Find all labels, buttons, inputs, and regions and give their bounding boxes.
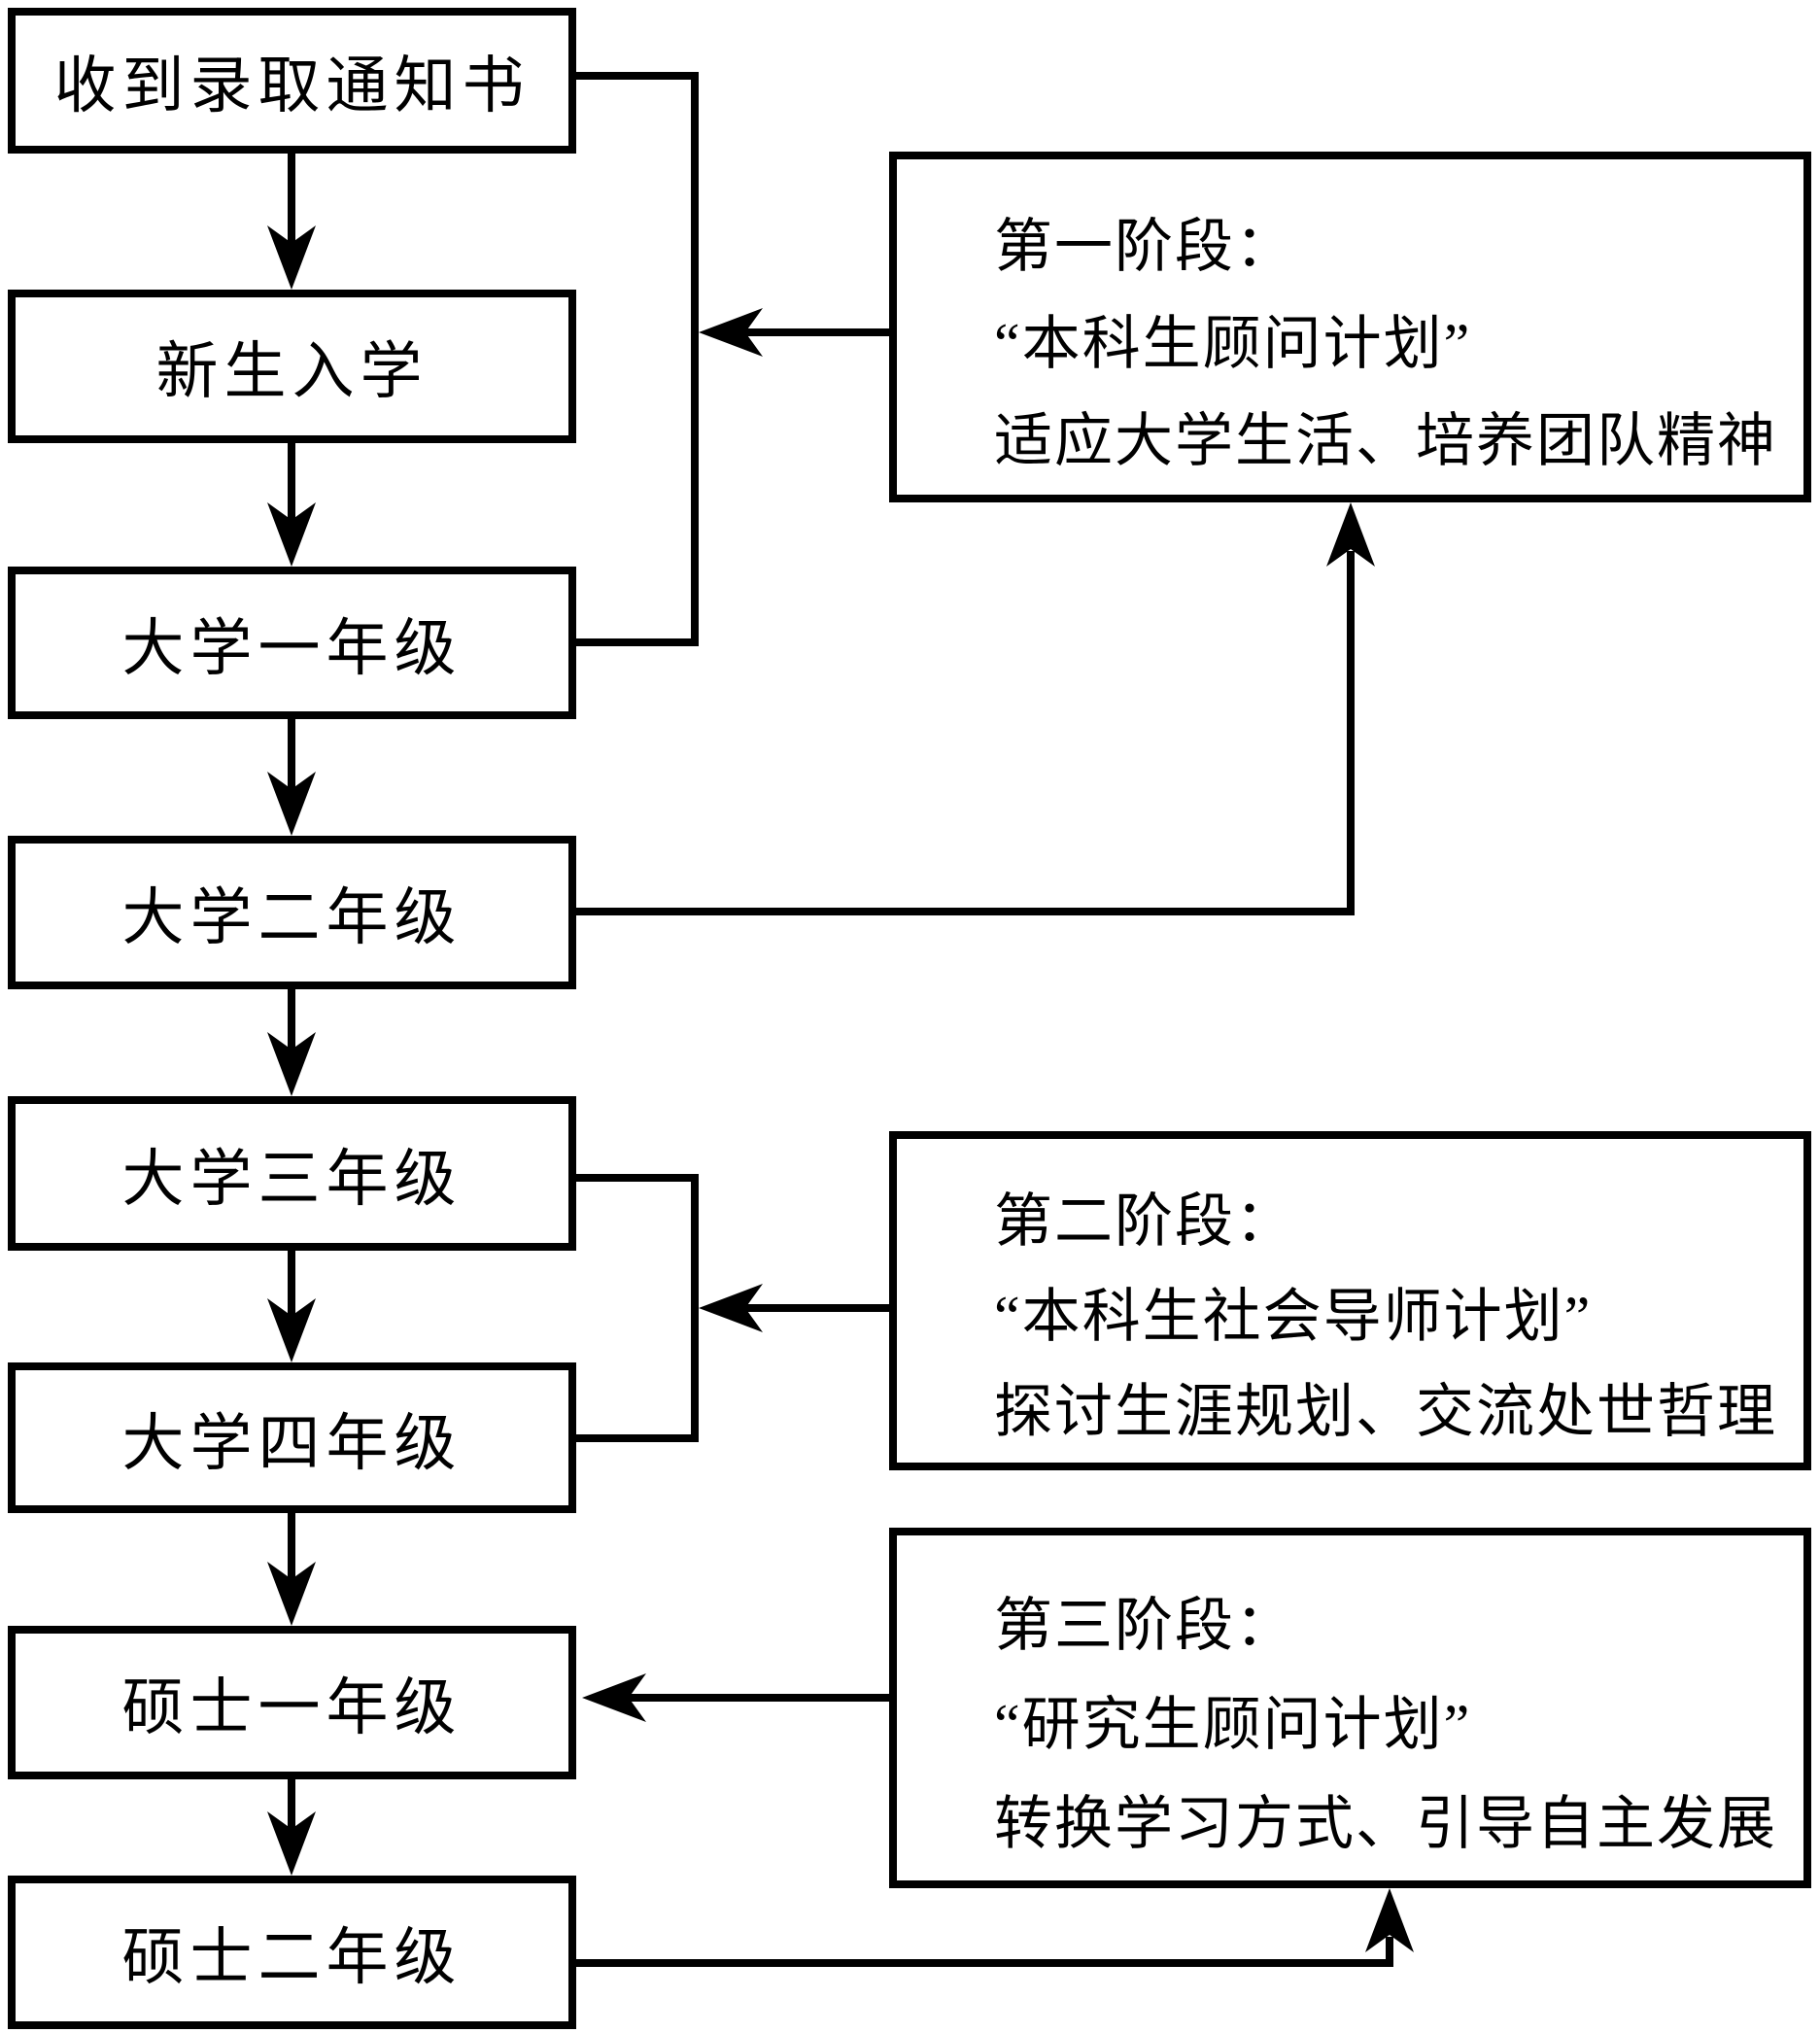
box-university-year1: 大学一年级 (8, 567, 576, 719)
arrow-stage3-to-master1 (582, 1673, 889, 1722)
arrow-stage2-to-group (699, 1284, 889, 1332)
box-master-year2: 硕士二年级 (8, 1876, 576, 2029)
box-freshman-enrollment: 新生入学 (8, 290, 576, 443)
box-master-year1: 硕士一年级 (8, 1626, 576, 1779)
arrow-stage1-to-group (699, 308, 889, 357)
box-university-year3: 大学三年级 (8, 1096, 576, 1251)
stage2-description: 探讨生涯规划、交流处世哲理 (994, 1380, 1777, 1444)
stage3-description: 转换学习方式、引导自主发展 (994, 1792, 1777, 1856)
bracket-stage1-group (576, 72, 699, 646)
box-university-year2: 大学二年级 (8, 836, 576, 989)
box-receive-admission-letter: 收到录取通知书 (8, 8, 576, 154)
arrow-freshman-to-year1 (267, 443, 316, 567)
stage2-title: 第二阶段： (994, 1189, 1295, 1254)
stage1-box: 第一阶段： “本科生顾问计划” 适应大学生活、培养团队精神 (889, 152, 1811, 502)
bracket-stage2-group (576, 1174, 699, 1442)
box-university-year4: 大学四年级 (8, 1362, 576, 1513)
connector-master2-to-stage3 (576, 1888, 1414, 1967)
stage3-title: 第三阶段： (994, 1594, 1295, 1658)
stage1-title: 第一阶段： (994, 215, 1295, 279)
arrow-master1-to-master2 (267, 1779, 316, 1876)
stage2-program: “本科生社会导师计划” (994, 1285, 1593, 1349)
stage2-box: 第二阶段： “本科生社会导师计划” 探讨生涯规划、交流处世哲理 (889, 1131, 1811, 1470)
arrow-year2-to-year3 (267, 989, 316, 1096)
stage1-description: 适应大学生活、培养团队精神 (994, 409, 1777, 473)
stage3-box: 第三阶段： “研究生顾问计划” 转换学习方式、引导自主发展 (889, 1528, 1811, 1888)
stage3-program: “研究生顾问计划” (994, 1693, 1472, 1757)
arrow-admission-to-freshman (267, 154, 316, 290)
arrow-year1-to-year2 (267, 719, 316, 836)
connector-year2-to-stage1 (576, 502, 1375, 915)
arrow-year4-to-master1 (267, 1513, 316, 1626)
arrow-year3-to-year4 (267, 1251, 316, 1362)
stage1-program: “本科生顾问计划” (994, 312, 1472, 376)
